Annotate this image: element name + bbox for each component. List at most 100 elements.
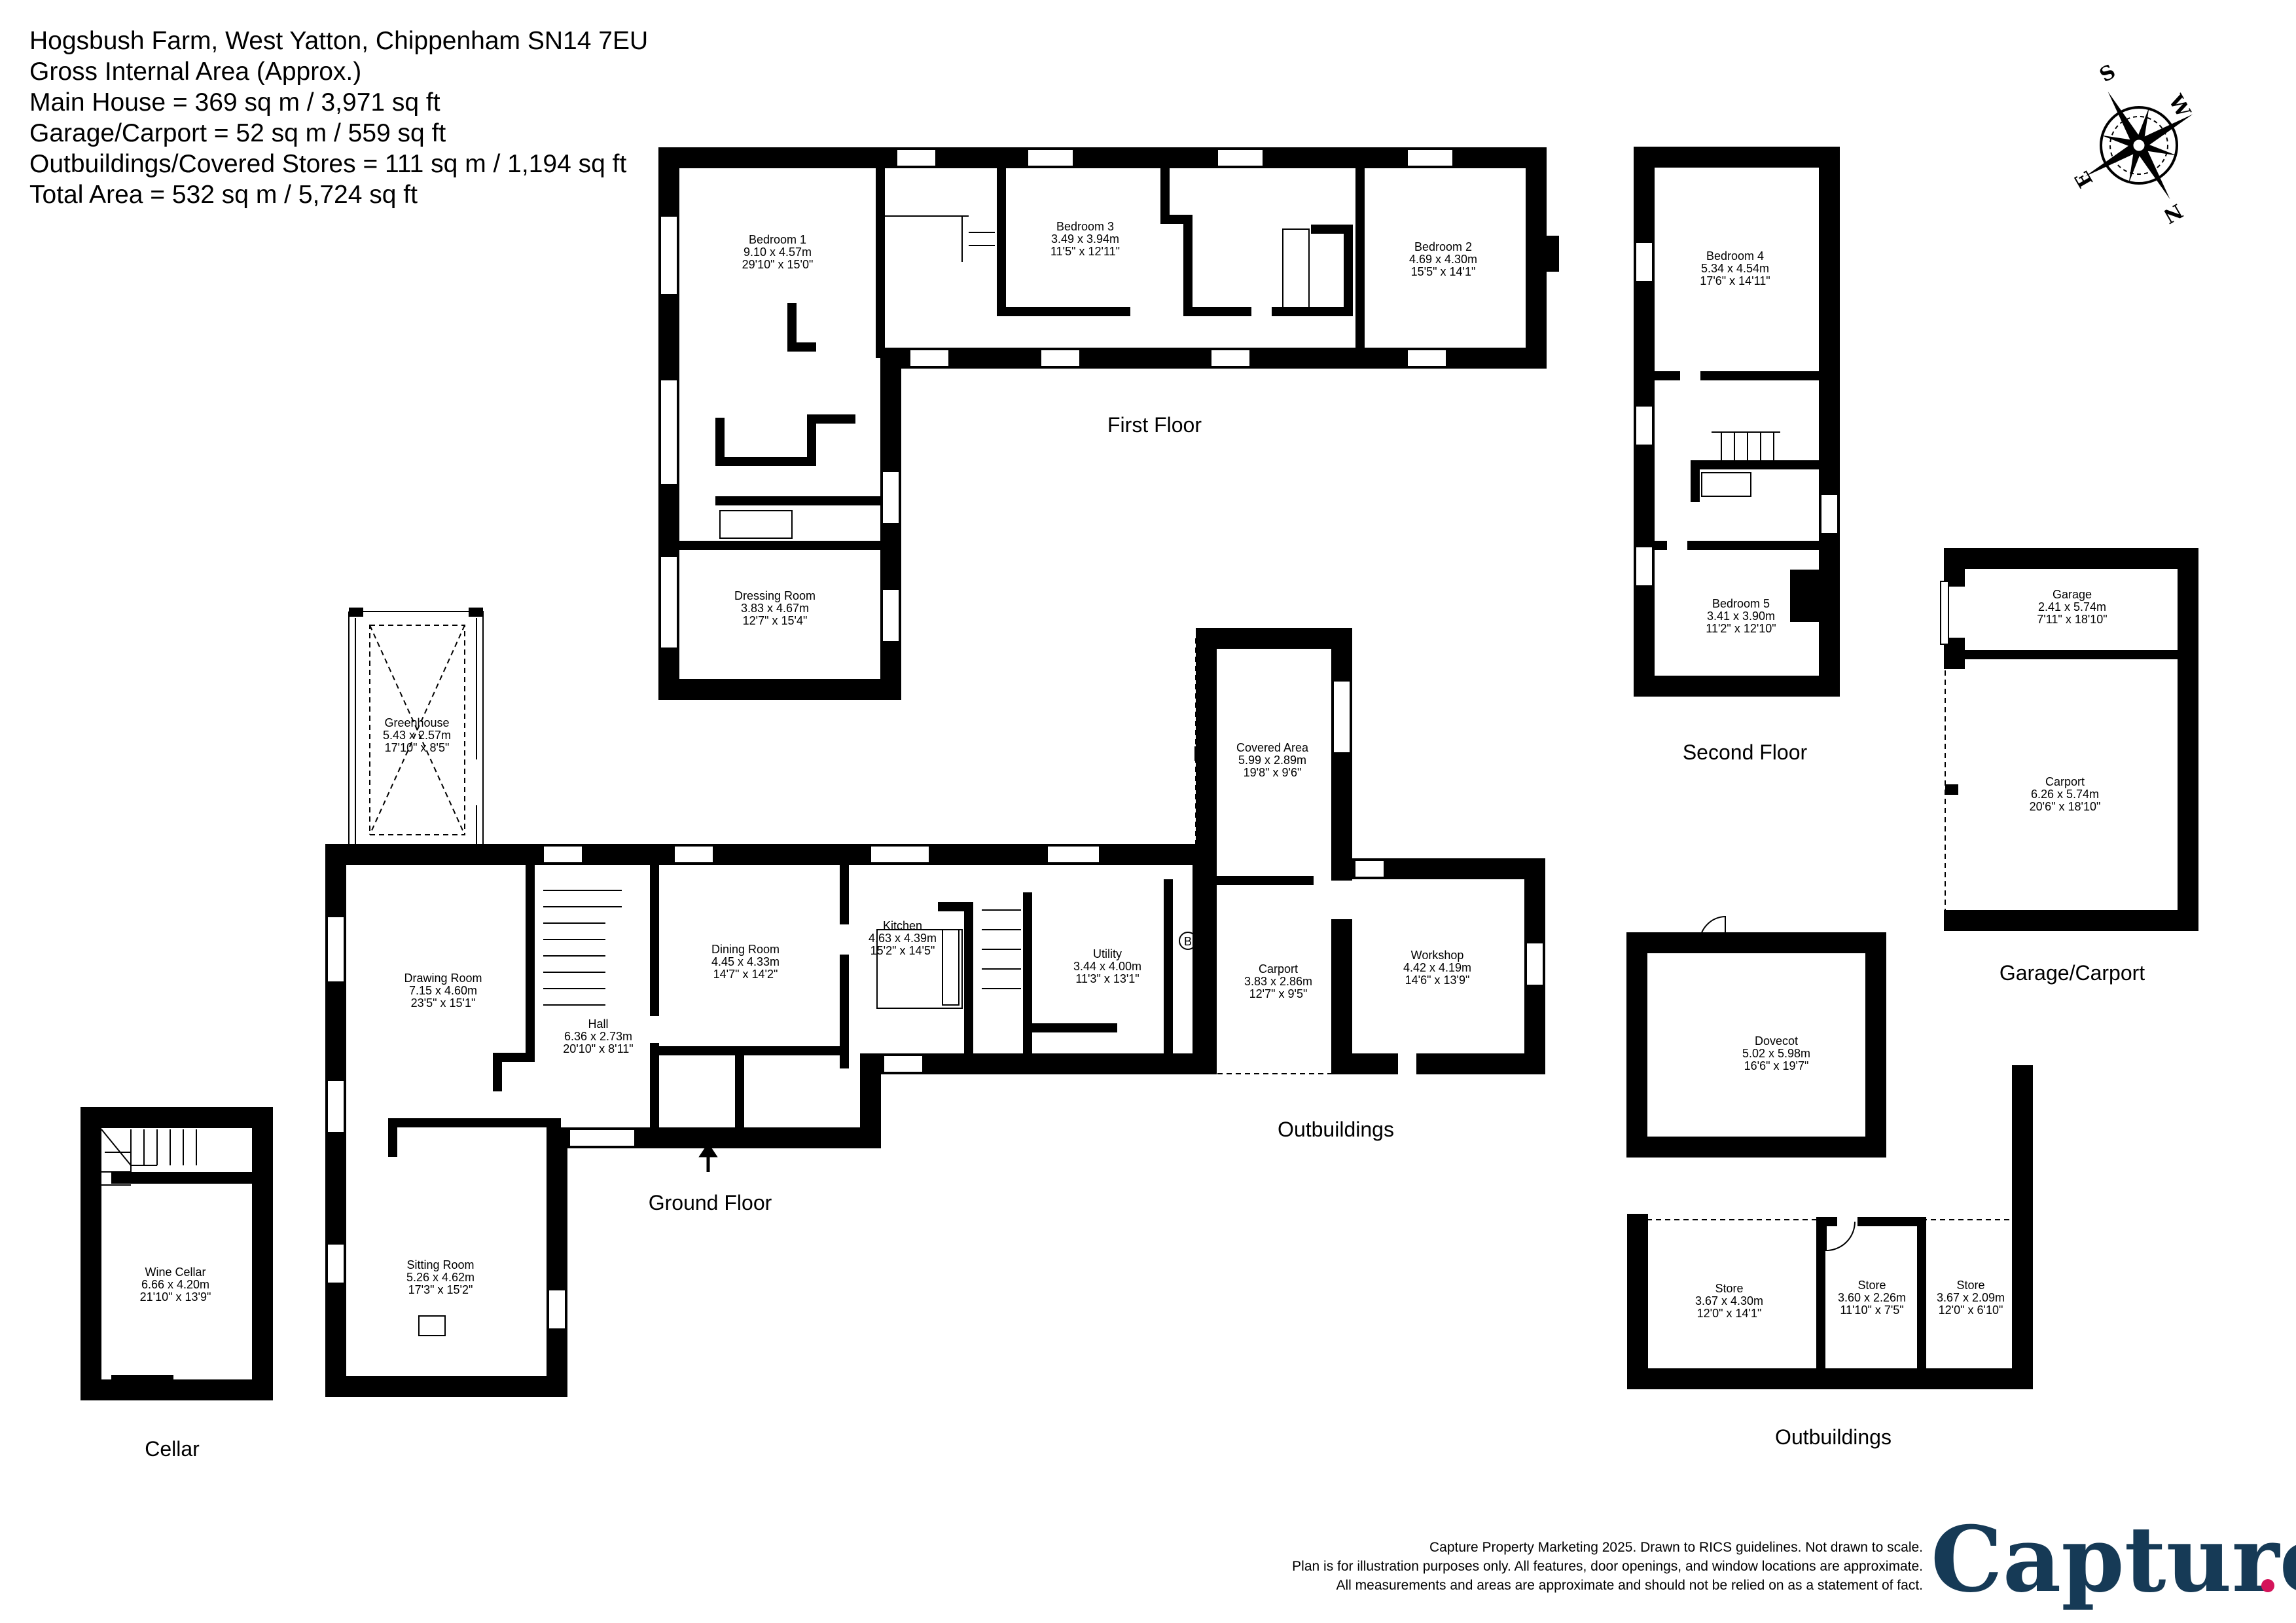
svg-text:3.41 x 3.90m: 3.41 x 3.90m [1707,610,1775,623]
svg-text:Utility: Utility [1093,947,1122,960]
svg-text:Dovecot: Dovecot [1755,1034,1798,1048]
disclaimer-line: Capture Property Marketing 2025. Drawn t… [1429,1540,1923,1555]
disclaimer-line: All measurements and areas are approxima… [1336,1578,1923,1593]
second-floor-plan [1634,147,1840,697]
svg-text:3.67 x 4.30m: 3.67 x 4.30m [1695,1294,1763,1307]
svg-text:20'10" x 8'11": 20'10" x 8'11" [563,1042,633,1055]
floor-label-garage-carport: Garage/Carport [2000,961,2145,985]
svg-text:19'8" x 9'6": 19'8" x 9'6" [1244,766,1302,779]
svg-text:29'10" x 15'0": 29'10" x 15'0" [742,258,814,271]
svg-text:11'5" x 12'11": 11'5" x 12'11" [1050,245,1120,258]
svg-text:6.36 x 2.73m: 6.36 x 2.73m [564,1030,632,1043]
svg-text:Bedroom 2: Bedroom 2 [1414,240,1472,253]
svg-text:16'6" x 19'7": 16'6" x 19'7" [1744,1059,1809,1072]
svg-text:Store: Store [1956,1279,1984,1292]
dovecot-plan [1626,915,1886,1158]
svg-text:7'11" x 18'10": 7'11" x 18'10" [2037,613,2107,626]
svg-text:14'6" x 13'9": 14'6" x 13'9" [1405,974,1470,987]
svg-text:15'5" x 14'1": 15'5" x 14'1" [1411,265,1476,278]
svg-text:4.63 x 4.39m: 4.63 x 4.39m [869,932,937,945]
floor-label-outbuildings: Outbuildings [1278,1118,1394,1141]
svg-text:17'6" x 14'11": 17'6" x 14'11" [1700,274,1770,287]
svg-text:3.67 x 2.09m: 3.67 x 2.09m [1937,1291,2005,1304]
logo-dot-icon [2261,1579,2274,1592]
svg-text:Garage: Garage [2053,588,2092,601]
svg-text:Hall: Hall [588,1017,608,1030]
svg-text:3.83 x 4.67m: 3.83 x 4.67m [741,602,809,615]
svg-text:21'10" x 13'9": 21'10" x 13'9" [140,1290,211,1304]
svg-text:6.26 x 5.74m: 6.26 x 5.74m [2031,788,2099,801]
svg-text:Sitting Room: Sitting Room [406,1258,474,1271]
svg-text:Bedroom 1: Bedroom 1 [749,233,806,246]
svg-text:9.10 x 4.57m: 9.10 x 4.57m [744,246,812,259]
svg-text:15'2" x 14'5": 15'2" x 14'5" [870,944,935,957]
svg-text:5.99 x 2.89m: 5.99 x 2.89m [1238,754,1306,767]
svg-text:Dining Room: Dining Room [711,943,780,956]
main-house-area: Main House = 369 sq m / 3,971 sq ft [29,88,440,117]
svg-text:Kitchen: Kitchen [883,919,922,932]
svg-text:Store: Store [1857,1279,1886,1292]
garage-carport-area: Garage/Carport = 52 sq m / 559 sq ft [29,119,446,147]
svg-text:Carport: Carport [1259,962,1298,976]
svg-text:Greenhouse: Greenhouse [384,716,449,729]
gia-title: Gross Internal Area (Approx.) [29,58,361,86]
svg-text:20'6" x 18'10": 20'6" x 18'10" [2030,800,2101,813]
entrance-arrow-icon [698,1142,718,1172]
garage-carport-plan [1940,548,2198,931]
svg-text:Carport: Carport [2045,775,2085,788]
svg-text:6.66 x 4.20m: 6.66 x 4.20m [141,1278,209,1291]
area-summary: Hogsbush Farm, West Yatton, Chippenham S… [29,27,648,209]
svg-text:4.69 x 4.30m: 4.69 x 4.30m [1409,253,1477,266]
capture-logo: Capture [1931,1506,2296,1613]
svg-text:11'3" x 13'1": 11'3" x 13'1" [1075,972,1139,985]
floor-label-first: First Floor [1107,413,1202,437]
svg-text:12'0" x 6'10": 12'0" x 6'10" [1939,1304,2003,1317]
svg-text:11'10" x 7'5": 11'10" x 7'5" [1840,1304,1903,1317]
svg-text:Bedroom 5: Bedroom 5 [1712,597,1770,610]
svg-text:17'10" x 8'5": 17'10" x 8'5" [385,741,450,754]
svg-text:Wine Cellar: Wine Cellar [145,1266,206,1279]
svg-text:4.45 x 4.33m: 4.45 x 4.33m [711,955,780,968]
svg-text:17'3" x 15'2": 17'3" x 15'2" [408,1283,473,1296]
svg-text:12'7" x 15'4": 12'7" x 15'4" [743,614,808,627]
floor-label-cellar: Cellar [145,1437,200,1461]
svg-text:5.43 x 2.57m: 5.43 x 2.57m [383,729,451,742]
floor-label-ground: Ground Floor [649,1191,772,1214]
svg-text:5.34 x 4.54m: 5.34 x 4.54m [1701,262,1769,275]
svg-text:4.42 x 4.19m: 4.42 x 4.19m [1403,961,1471,974]
svg-text:5.26 x 4.62m: 5.26 x 4.62m [406,1271,475,1284]
svg-text:Drawing Room: Drawing Room [404,972,482,985]
svg-text:3.49 x 3.94m: 3.49 x 3.94m [1051,232,1119,246]
boiler-marker: B [1184,935,1192,948]
floor-label-outbuildings-stores: Outbuildings [1775,1425,1892,1449]
logo-text: Capture [1931,1506,2296,1613]
svg-text:Covered Area: Covered Area [1236,741,1309,754]
svg-text:3.83 x 2.86m: 3.83 x 2.86m [1244,975,1312,988]
stores-plan [1627,1065,2033,1389]
outbuildings-area: Outbuildings/Covered Stores = 111 sq m /… [29,150,626,178]
svg-text:Dressing Room: Dressing Room [734,589,816,602]
first-floor-plan [658,147,1559,700]
svg-text:3.60 x 2.26m: 3.60 x 2.26m [1838,1291,1906,1304]
svg-text:14'7" x 14'2": 14'7" x 14'2" [713,968,778,981]
svg-text:5.02 x 5.98m: 5.02 x 5.98m [1742,1047,1810,1060]
